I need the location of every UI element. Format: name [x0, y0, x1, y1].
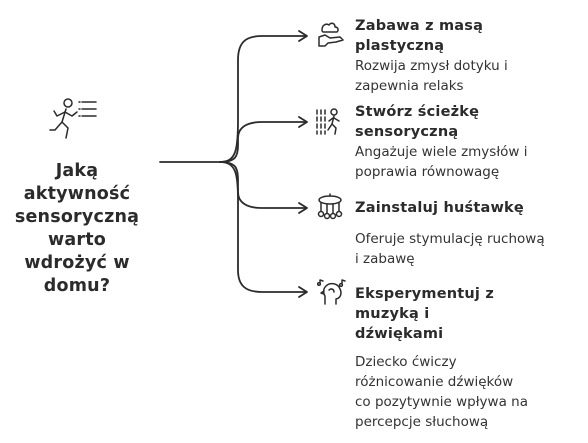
arrowhead-2	[298, 116, 308, 128]
arrowhead-1	[298, 30, 308, 42]
hand-with-clay-icon	[316, 20, 346, 50]
connector-to-branch-4	[219, 161, 307, 293]
branch-1-title: Zabawa z masą plastyczną	[355, 18, 484, 54]
swing-carousel-icon	[315, 193, 345, 223]
connector-to-branch-1	[219, 35, 307, 163]
root-question: Jaką aktywność sensoryczną warto wdrożyć…	[14, 161, 140, 296]
arrowhead-4	[298, 286, 308, 298]
branch-4-title: Eksperymentuj z muzyką i dźwiękami	[355, 286, 494, 342]
branch-4-description: Dziecko ćwiczy różnicowanie dźwięków co …	[355, 354, 528, 430]
head-with-music-notes-icon	[316, 278, 346, 308]
connector-to-branch-2	[219, 121, 307, 163]
branch-1-description: Rozwija zmysł dotyku i zapewnia relaks	[355, 58, 508, 94]
arrowhead-3	[298, 202, 308, 214]
branch-2-description: Angażuje wiele zmysłów i poprawia równow…	[355, 144, 528, 180]
branch-2-title: Stwórz ścieżkę sensoryczną	[355, 104, 480, 140]
person-walking-path-icon	[314, 106, 344, 136]
person-running-icon	[46, 96, 100, 142]
branch-3-description: Oferuje stymulację ruchową i zabawę	[355, 231, 545, 267]
branch-3-title: Zainstaluj huśtawkę	[355, 200, 524, 216]
